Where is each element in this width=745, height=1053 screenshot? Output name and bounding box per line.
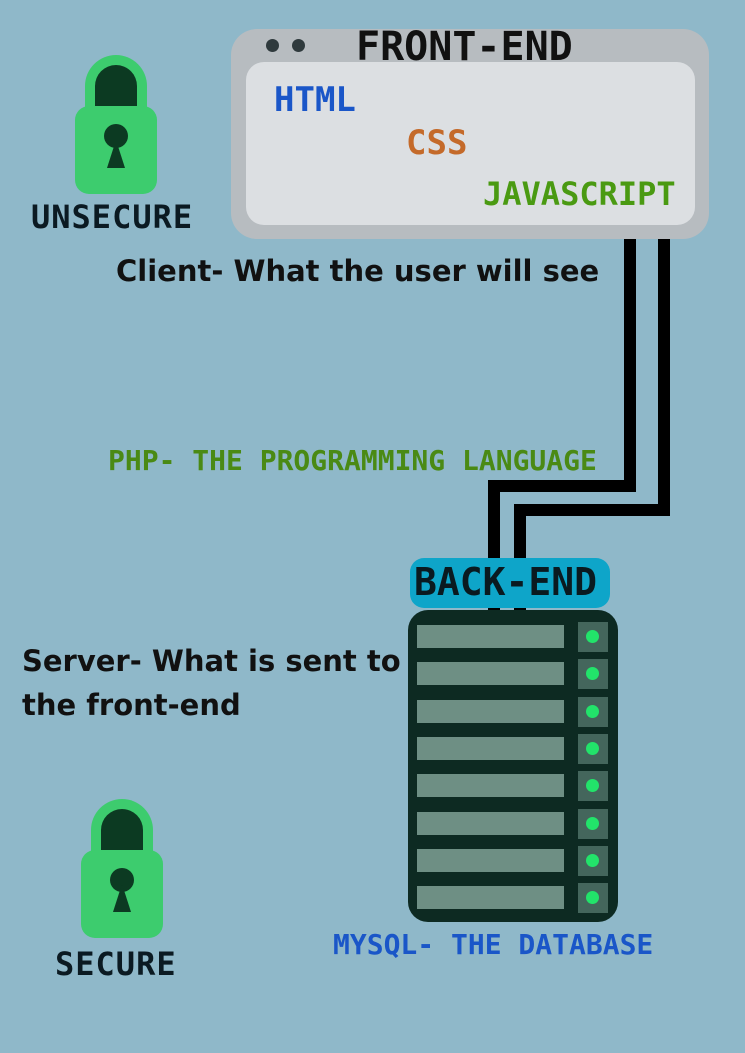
server-slot <box>417 848 564 872</box>
backend-tab <box>410 558 610 608</box>
lang-javascript: JAVASCRIPT <box>483 175 676 213</box>
server-slot <box>417 811 564 835</box>
server-slot <box>417 625 564 648</box>
backend-title: BACK-END <box>414 560 598 604</box>
server-led-icon <box>586 816 599 830</box>
lang-html: HTML <box>274 80 356 120</box>
secure-label: SECURE <box>55 945 177 983</box>
client-caption: Client- What the user will see <box>116 254 600 288</box>
server-slot <box>417 736 564 760</box>
window-dot-icon <box>266 39 279 52</box>
server-led-icon <box>586 741 599 755</box>
server-caption-line2: the front-end <box>22 688 241 722</box>
server-led-icon <box>586 630 599 643</box>
server-slot <box>417 774 564 798</box>
lang-css: CSS <box>406 123 468 163</box>
window-dot-icon <box>292 39 305 52</box>
server-slot <box>417 662 564 686</box>
server-led-icon <box>586 779 599 793</box>
server-slot <box>417 886 564 910</box>
unsecure-label: UNSECURE <box>31 198 194 236</box>
server-caption-line1: Server- What is sent to <box>22 644 401 678</box>
server-slot <box>417 699 564 723</box>
server-led-icon <box>586 853 599 867</box>
mysql-label: MYSQL- THE DATABASE <box>333 928 654 961</box>
server-led-icon <box>586 667 599 681</box>
php-label: PHP- THE PROGRAMMING LANGUAGE <box>108 444 597 477</box>
server-led-icon <box>586 704 599 718</box>
server-led-icon <box>586 891 599 905</box>
frontend-content-area <box>246 62 695 225</box>
